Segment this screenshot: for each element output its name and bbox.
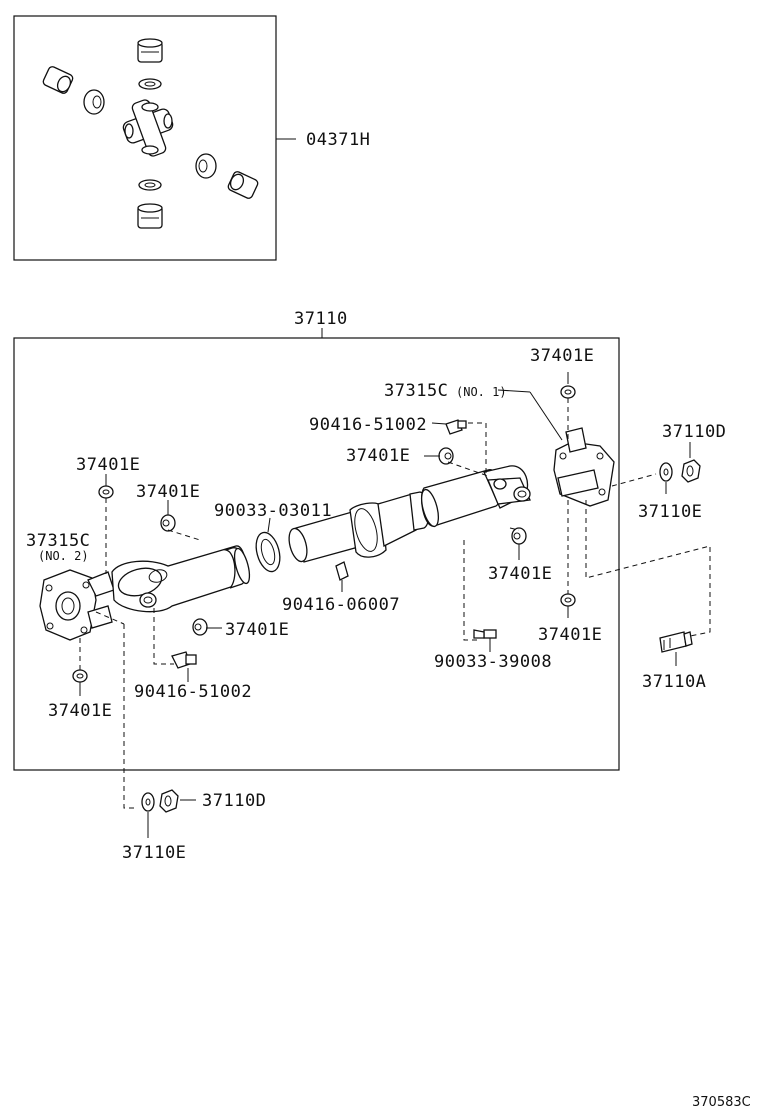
- rear-hardware-group: 37110D 37110E 37110A: [585, 422, 726, 692]
- label-washer-rear[interactable]: 37110E: [638, 502, 702, 522]
- nut-front[interactable]: [159, 789, 179, 813]
- label-plug[interactable]: 90033-39008: [434, 652, 552, 672]
- grease-fitting-bottom[interactable]: [171, 651, 197, 669]
- label-flange-yoke-no1-note: (NO. 1): [456, 385, 507, 399]
- snap-ring-inner-6[interactable]: [560, 593, 576, 607]
- label-snap-ring-3[interactable]: 37401E: [76, 455, 140, 475]
- label-grease-fitting-2[interactable]: 90416-06007: [282, 595, 400, 615]
- universal-joint-kit-group: 04371H: [13, 15, 370, 261]
- bearing-cup-top[interactable]: [137, 38, 163, 63]
- label-propeller-shaft-assembly[interactable]: 37110: [294, 309, 348, 329]
- washer-front[interactable]: [141, 792, 155, 812]
- bearing-cup-left[interactable]: [42, 65, 74, 94]
- universal-joint-kit-box: [13, 15, 277, 261]
- flange-yoke-no2[interactable]: [39, 569, 115, 641]
- bearing-cup-bottom[interactable]: [137, 203, 163, 229]
- snap-ring-inner-1[interactable]: [560, 385, 576, 399]
- washer-rear[interactable]: [659, 462, 673, 482]
- snap-ring-inner-3[interactable]: [98, 485, 114, 499]
- grease-fitting-top[interactable]: [445, 419, 467, 435]
- label-universal-joint-kit[interactable]: 04371H: [306, 130, 370, 150]
- bolt-rear[interactable]: [659, 631, 693, 653]
- spider-cross[interactable]: [122, 99, 175, 158]
- snap-ring-inner-2[interactable]: [438, 447, 454, 465]
- label-nut-front[interactable]: 37110D: [202, 791, 266, 811]
- rear-tube[interactable]: [418, 465, 531, 528]
- propeller-shaft-assembly-group: 37110: [13, 309, 620, 809]
- slip-spline-shaft[interactable]: [286, 491, 430, 563]
- bearing-cup-right[interactable]: [227, 170, 259, 199]
- snap-ring-top[interactable]: [138, 78, 162, 90]
- grease-fitting-middle[interactable]: [335, 561, 349, 581]
- label-flange-yoke-no1[interactable]: 37315C: [384, 381, 448, 401]
- label-nut-rear[interactable]: 37110D: [662, 422, 726, 442]
- snap-ring-inner-8[interactable]: [72, 669, 88, 683]
- label-dust-seal[interactable]: 90033-03011: [214, 501, 332, 521]
- label-snap-ring-2[interactable]: 37401E: [346, 446, 410, 466]
- snap-ring-inner-5[interactable]: [511, 527, 527, 545]
- snap-ring-inner-7[interactable]: [192, 618, 208, 636]
- nut-rear[interactable]: [681, 459, 701, 483]
- label-grease-fitting-1[interactable]: 90416-51002: [309, 415, 427, 435]
- label-snap-ring-5[interactable]: 37401E: [488, 564, 552, 584]
- label-snap-ring-6[interactable]: 37401E: [538, 625, 602, 645]
- snap-ring-left[interactable]: [83, 89, 105, 115]
- label-snap-ring-8[interactable]: 37401E: [48, 701, 112, 721]
- front-hardware-group: 37110D 37110E: [122, 789, 266, 863]
- front-tube[interactable]: [111, 545, 252, 613]
- label-snap-ring-7[interactable]: 37401E: [225, 620, 289, 640]
- propeller-shaft-assembly-box: [13, 337, 620, 771]
- diagram-reference-code: 370583C: [692, 1095, 751, 1110]
- label-snap-ring-1[interactable]: 37401E: [530, 346, 594, 366]
- snap-ring-right[interactable]: [195, 153, 217, 179]
- flange-yoke-no1[interactable]: [553, 427, 615, 507]
- snap-ring-inner-4[interactable]: [160, 514, 176, 532]
- dust-seal-ring[interactable]: [252, 530, 284, 574]
- plug-bolt[interactable]: [473, 629, 497, 639]
- snap-ring-bottom[interactable]: [138, 179, 162, 191]
- label-snap-ring-4[interactable]: 37401E: [136, 482, 200, 502]
- label-washer-front[interactable]: 37110E: [122, 843, 186, 863]
- label-flange-yoke-no2[interactable]: 37315C: [26, 531, 90, 551]
- label-bolt-rear[interactable]: 37110A: [642, 672, 706, 692]
- label-grease-fitting-3[interactable]: 90416-51002: [134, 682, 252, 702]
- label-flange-yoke-no2-note: (NO. 2): [38, 549, 89, 563]
